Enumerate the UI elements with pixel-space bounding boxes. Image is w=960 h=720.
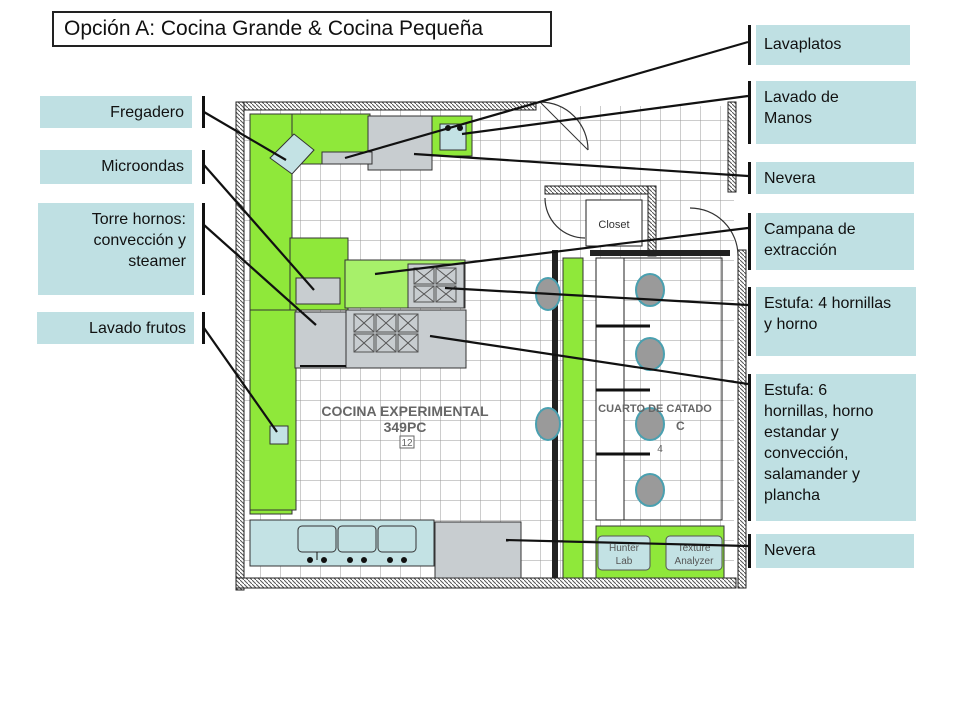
label-campana: Campana de extracción bbox=[756, 213, 914, 270]
closet-box bbox=[585, 199, 643, 247]
room-main-label: COCINA EXPERIMENTAL bbox=[321, 403, 489, 419]
room-tasting-code: C bbox=[676, 419, 685, 433]
label-bar-campana bbox=[748, 213, 751, 270]
texture-analyzer-line2: Analyzer bbox=[675, 556, 715, 567]
wall-left bbox=[235, 101, 245, 591]
label-estufa6-line2: hornillas, horno bbox=[764, 403, 874, 420]
door-swing-right bbox=[689, 207, 739, 257]
label-lavaplatos-text: Lavaplatos bbox=[764, 36, 842, 53]
closet-label: Closet bbox=[598, 219, 629, 231]
wall-closet-right bbox=[647, 185, 657, 257]
room-tasting-tag: 4 bbox=[657, 444, 663, 455]
fregadero-sink bbox=[269, 133, 315, 175]
label-bar-lavado-frutos bbox=[202, 312, 205, 344]
label-estufa6-line4: convección, bbox=[764, 445, 849, 462]
wall-top-left bbox=[237, 101, 537, 111]
hunter-lab-box bbox=[597, 535, 651, 571]
label-estufa6-line6: plancha bbox=[764, 487, 821, 504]
fruit-wash-sink bbox=[269, 425, 289, 445]
label-lavado-manos-line2: Manos bbox=[764, 110, 813, 127]
wall-bottom bbox=[235, 577, 737, 589]
label-bar-microondas bbox=[202, 150, 205, 184]
label-bar-nevera-bottom bbox=[748, 534, 751, 568]
room-tasting-label: CUARTO DE CATADO bbox=[598, 403, 712, 415]
room-main-code: 349PC bbox=[384, 419, 427, 435]
label-bar-estufa4 bbox=[748, 287, 751, 356]
label-lavado-manos-line1: Lavado de bbox=[764, 89, 839, 106]
leader-lines bbox=[203, 40, 749, 548]
label-estufa4-line2: y horno bbox=[764, 316, 818, 333]
hunter-lab-line1: Hunter bbox=[609, 543, 640, 554]
label-nevera-top-text: Nevera bbox=[764, 170, 816, 187]
stove-4-burners-grid bbox=[413, 267, 457, 303]
label-campana-line2: extracción bbox=[764, 242, 837, 259]
label-lavaplatos: Lavaplatos bbox=[756, 25, 910, 65]
label-torre-hornos: Torre hornos: convección y steamer bbox=[38, 203, 194, 295]
label-lavado-manos: Lavado de Manos bbox=[756, 81, 916, 144]
label-microondas-text: Microondas bbox=[101, 158, 184, 175]
label-estufa6-line5: salamander y bbox=[764, 466, 861, 483]
label-estufa-6: Estufa: 6 hornillas, horno estandar y co… bbox=[756, 374, 916, 521]
bottom-sinks bbox=[297, 525, 417, 553]
wall-right-lower bbox=[737, 249, 747, 589]
stove-6-burners-grid bbox=[353, 313, 419, 353]
label-torre-line1: Torre hornos: bbox=[91, 211, 186, 228]
label-microondas: Microondas bbox=[40, 150, 192, 184]
texture-analyzer-line1: Texture bbox=[678, 543, 711, 554]
label-lavado-frutos: Lavado frutos bbox=[37, 312, 194, 344]
label-torre-line2: convección y bbox=[93, 232, 187, 249]
label-bar-fregadero bbox=[202, 96, 205, 128]
door-swing-closet bbox=[544, 197, 586, 239]
label-fregadero-text: Fregadero bbox=[110, 104, 184, 121]
label-nevera-bottom-text: Nevera bbox=[764, 542, 816, 559]
label-lavado-frutos-text: Lavado frutos bbox=[89, 320, 186, 337]
label-estufa6-line3: estandar y bbox=[764, 424, 839, 441]
wall-right-upper bbox=[727, 101, 737, 193]
label-estufa4-line1: Estufa: 4 hornillas bbox=[764, 295, 892, 312]
label-bar-lavaplatos bbox=[748, 25, 751, 65]
hunter-lab-line2: Lab bbox=[616, 556, 633, 567]
wall-closet-top bbox=[544, 185, 656, 195]
booth-dividers bbox=[596, 324, 650, 456]
label-nevera-top: Nevera bbox=[756, 162, 914, 194]
label-bar-torre bbox=[202, 203, 205, 295]
label-campana-line1: Campana de bbox=[764, 221, 856, 238]
appliances bbox=[294, 115, 522, 579]
label-bar-estufa6 bbox=[748, 374, 751, 521]
room-main-tag: 12 bbox=[401, 438, 413, 449]
diagram-title: Opción A: Cocina Grande & Cocina Pequeña bbox=[52, 11, 552, 47]
label-estufa6-line1: Estufa: 6 bbox=[764, 382, 828, 399]
label-torre-line3: steamer bbox=[128, 253, 186, 270]
label-nevera-bottom: Nevera bbox=[756, 534, 914, 568]
door-swing-top bbox=[539, 101, 589, 151]
label-estufa-4: Estufa: 4 hornillas y horno bbox=[756, 287, 916, 356]
label-bar-nevera-top bbox=[748, 162, 751, 194]
label-fregadero: Fregadero bbox=[40, 96, 192, 128]
wall-tasting-top bbox=[590, 250, 730, 256]
label-bar-lavado-manos bbox=[748, 81, 751, 144]
